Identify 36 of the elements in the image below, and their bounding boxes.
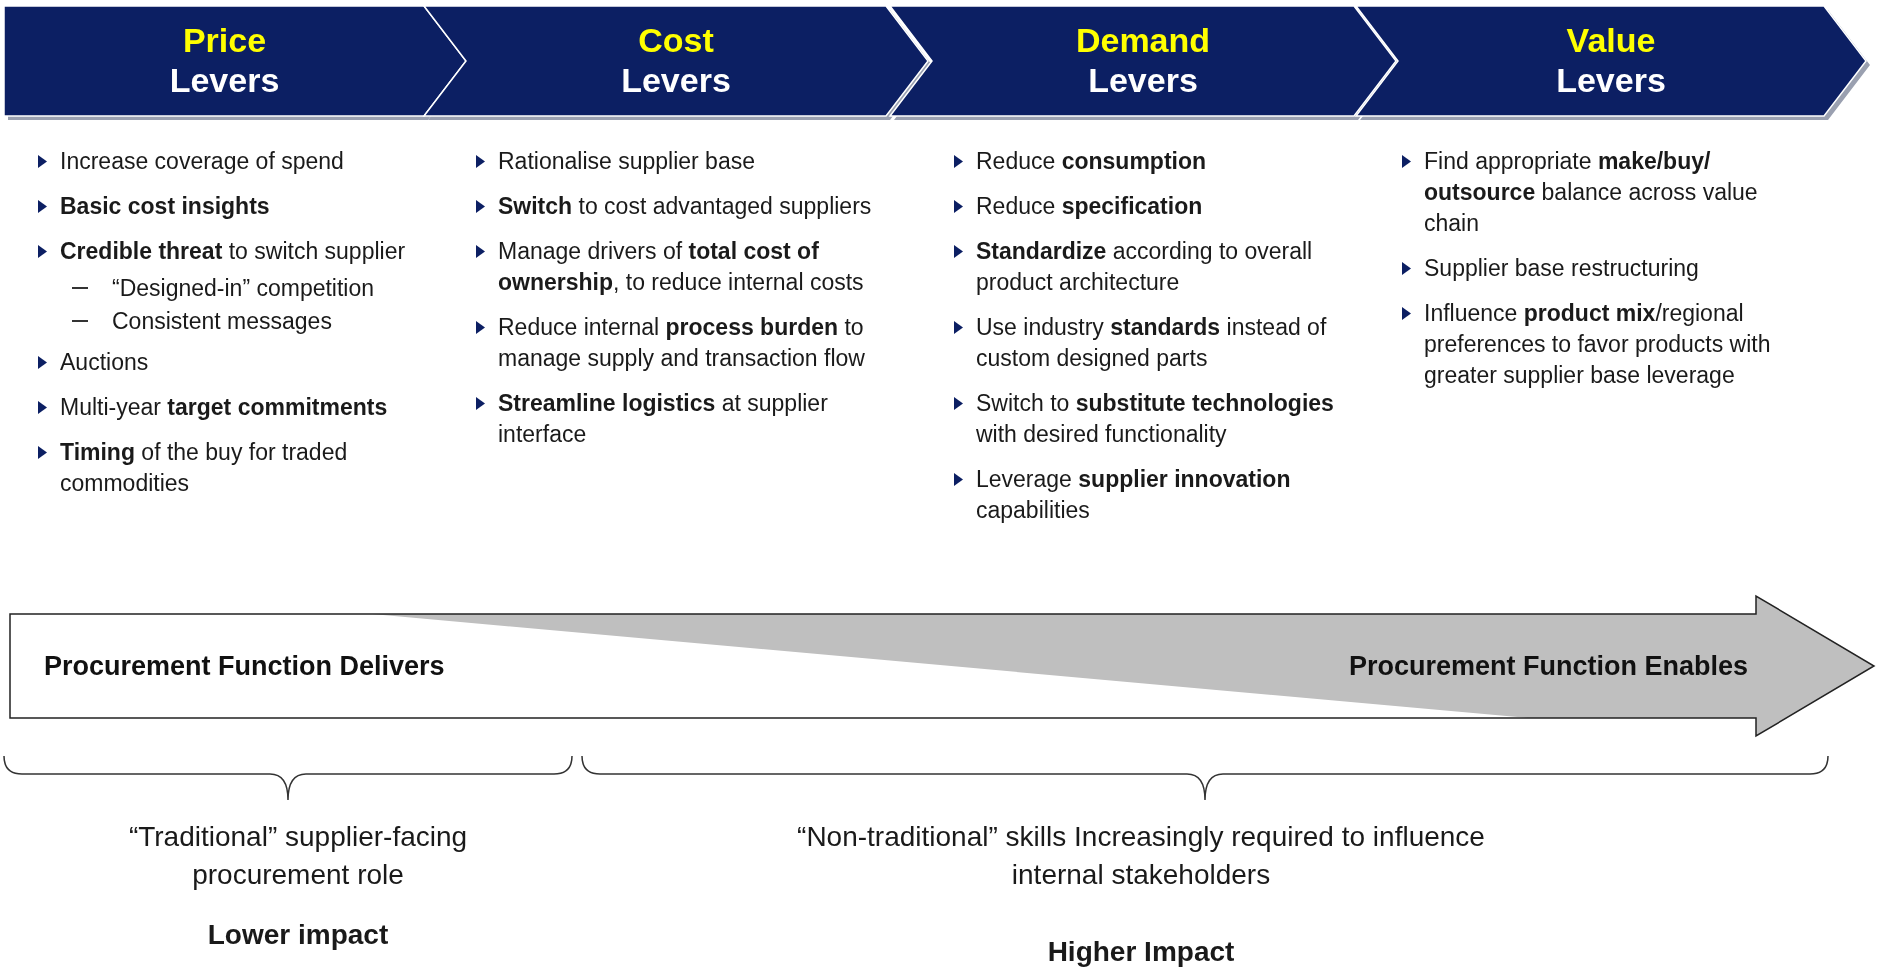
- role-description: “Non-traditional” skills Increasingly required to influence internal stakeholders: [796, 820, 1486, 892]
- lever-item: Find appropriate make/buy/ outsource balance across value chain: [1424, 147, 1759, 238]
- lever-item: Leverage supplier innovation capabilities: [976, 465, 1292, 525]
- lever-item: Reduce specification: [976, 192, 1204, 221]
- lever-item: Use industry standards instead of custom designed parts: [976, 313, 1328, 373]
- lever-item: Reduce internal process burden to manage supply and transaction flow: [498, 313, 866, 373]
- lever-item: Manage drivers of total cost of ownership, to reduce internal costs: [498, 237, 865, 297]
- role-description: “Traditional” supplier-facing procurement role: [127, 820, 469, 892]
- banner-subtitle: Levers: [168, 60, 281, 101]
- banner-title: Demand: [1074, 20, 1212, 61]
- banner-subtitle: Levers: [1087, 60, 1199, 101]
- lever-item: Auctions: [60, 348, 150, 377]
- lever-item: Basic cost insights: [60, 192, 271, 221]
- lever-item: “Designed-in” competition: [112, 274, 376, 303]
- arrow-label: Procurement Function Delivers: [44, 650, 445, 683]
- lever-item: Multi-year target commitments: [60, 393, 389, 422]
- lever-item: Rationalise supplier base: [498, 147, 756, 176]
- lever-item: Credible threat to switch supplier: [60, 237, 407, 266]
- lever-item: Switch to cost advantaged suppliers: [498, 192, 873, 221]
- banner-subtitle: Levers: [620, 60, 732, 101]
- lever-item: Streamline logistics at supplier interface: [498, 389, 829, 449]
- lever-item: Consistent messages: [112, 307, 333, 336]
- lever-item: Reduce consumption: [976, 147, 1208, 176]
- banner-subtitle: Levers: [1555, 60, 1667, 101]
- lever-item: Switch to substitute technologies with desired functionality: [976, 389, 1335, 449]
- banner-title: Value: [1565, 20, 1657, 61]
- lever-item: Standardize according to overall product architecture: [976, 237, 1314, 297]
- impact-label: Higher Impact: [1046, 935, 1236, 968]
- lever-item: Timing of the buy for traded commodities: [60, 438, 349, 498]
- lever-item: Supplier base restructuring: [1424, 254, 1700, 283]
- banner-title: Cost: [637, 20, 715, 61]
- arrow-label: Procurement Function Enables: [1348, 650, 1748, 683]
- banner-title: Price: [181, 20, 268, 61]
- lever-item: Increase coverage of spend: [60, 147, 345, 176]
- lever-item: Influence product mix/regional preferences to favor products with greater supplier base leverage: [1424, 299, 1772, 390]
- impact-label: Lower impact: [206, 918, 390, 952]
